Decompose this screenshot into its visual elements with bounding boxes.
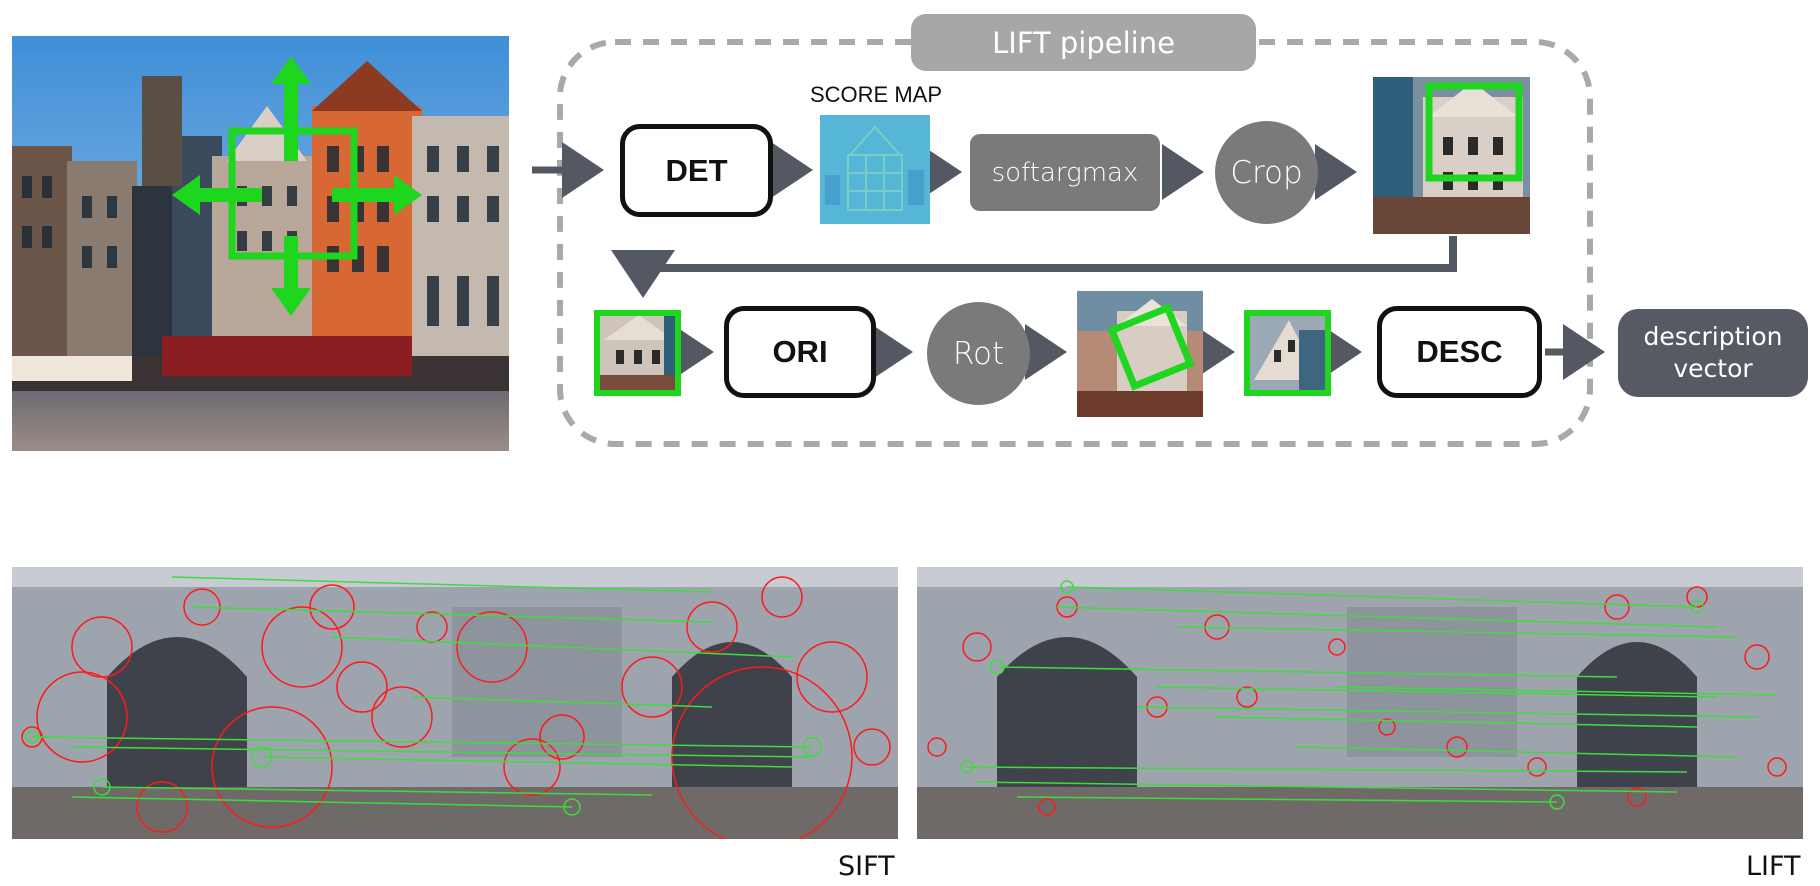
crop-label: Crop [1230, 154, 1303, 191]
det-node: DET [620, 124, 773, 217]
sift-caption: SIFT [838, 851, 895, 882]
rot-node: Rot [927, 302, 1030, 405]
pipeline-title: LIFT pipeline [911, 14, 1256, 71]
pipeline-container [532, 39, 1605, 447]
description-vector-line1: description [1643, 322, 1783, 351]
softargmax-label: softargmax [991, 157, 1139, 188]
lift-caption: LIFT [1746, 851, 1801, 882]
lift-match-image [917, 567, 1803, 839]
rotated-patch-image [1077, 291, 1203, 417]
arrow-patch-to-row2 [611, 236, 1457, 298]
ori-label: ORI [772, 334, 828, 369]
score-map-label: SCORE MAP [810, 82, 943, 107]
desc-label: DESC [1416, 334, 1503, 369]
lift-matches [966, 586, 1778, 803]
keypoint-patch-image [594, 310, 681, 396]
sift-match-image [12, 567, 898, 839]
sift-detections [21, 576, 891, 839]
desc-node: DESC [1377, 306, 1542, 398]
description-vector-node: description vector [1618, 309, 1808, 397]
det-label: DET [665, 152, 728, 188]
crop-node: Crop [1215, 121, 1318, 224]
softargmax-node: softargmax [970, 134, 1160, 211]
keypoint-box-with-arrows [172, 56, 422, 316]
score-map-image [820, 115, 930, 224]
aligned-patch-image [1244, 310, 1331, 396]
sift-matches [31, 576, 813, 808]
cropped-region-image [1373, 77, 1530, 234]
description-vector-line2: vector [1673, 354, 1753, 383]
rot-label: Rot [952, 335, 1005, 372]
ori-node: ORI [724, 306, 876, 398]
input-image [12, 36, 509, 451]
